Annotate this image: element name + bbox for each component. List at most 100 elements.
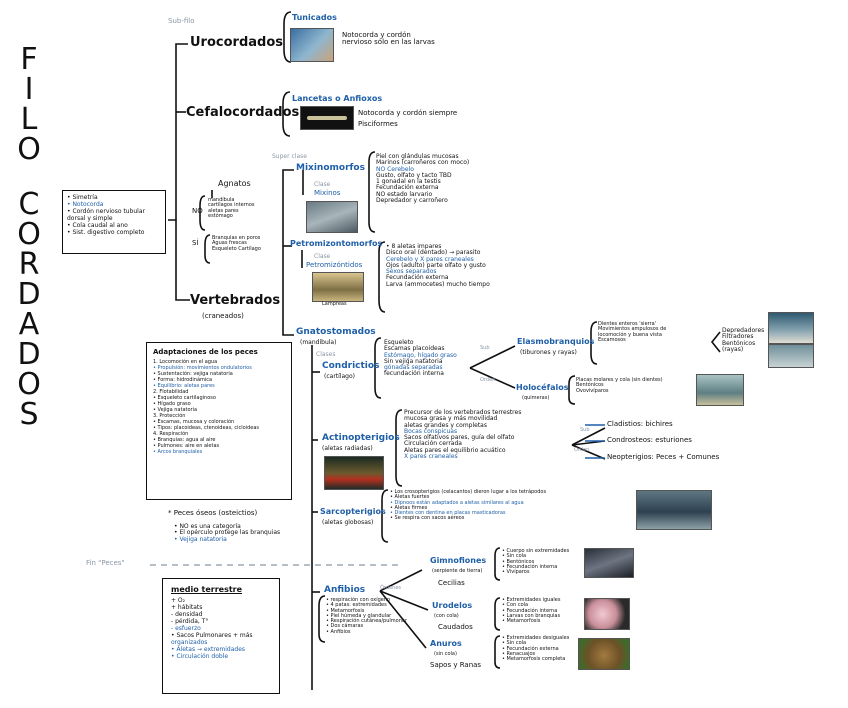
title-letter: O xyxy=(17,367,41,402)
adaptation-item: • Equilibrio: aletas pares xyxy=(153,383,215,389)
medio-terrestre-title: medio terrestre xyxy=(171,585,243,594)
sapo-photo xyxy=(578,638,630,670)
mixinomorfos-item: Depredador y carroñero xyxy=(376,197,448,205)
tunicados-label: Tunicados xyxy=(292,13,337,22)
adaptation-item: 2. Flotabilidad xyxy=(153,389,189,395)
sarco-item: • Aletas firmes xyxy=(390,504,428,511)
urodelos-item: • Larvas con branquias xyxy=(502,612,561,619)
anfibios-item: • respiración con oxígeno xyxy=(326,597,391,603)
medio-terrestre-box: medio terrestre + O₂+ hábitats- densidad… xyxy=(162,578,280,694)
actino-item: X pares craneales xyxy=(404,453,458,461)
petro-item: Disco oral (dentado) → parasito xyxy=(386,249,481,257)
medio-terrestre-list: + O₂+ hábitats- densidad- pérdida, T°- e… xyxy=(171,597,271,660)
adaptation-item: • Vejiga natatoria xyxy=(153,407,198,413)
agnatos-si-item: Branquias en poros xyxy=(212,235,261,241)
elasmo-item: locomoción y buena vista xyxy=(598,331,662,338)
anuros-item: • Metamorfosis completa xyxy=(502,656,566,662)
condrictios-title: Condrictios xyxy=(322,361,380,371)
petro-item: Fecundación externa xyxy=(386,274,449,282)
cecilia-photo xyxy=(584,548,634,578)
oseos-item: • Vejiga natatoria xyxy=(174,535,227,543)
tunicado-photo xyxy=(290,28,334,62)
cefalocordados-title: Cefalocordados xyxy=(186,105,300,120)
holocefalos-title: Holocéfalos xyxy=(516,383,569,392)
mixinomorfos-item: Fecundación externa xyxy=(376,184,439,192)
urocordados-title: Urocordados xyxy=(190,35,283,50)
actino-item: Circulación cerrada xyxy=(404,440,462,448)
oseos-item: • NO es una categoría xyxy=(174,523,241,530)
urodelos-item: • Fecundación interna xyxy=(502,607,558,614)
pez-photo xyxy=(324,456,384,490)
fin-peces-label: Fin "Peces" xyxy=(86,559,125,567)
agnatos-si-item: Esqueleto Cartílago xyxy=(212,245,261,252)
adaptation-item: • Tipos: placoideas, ctenoideas, cicloid… xyxy=(153,425,260,431)
petro-item: • 8 aletas impares xyxy=(386,243,442,250)
medio-item: • Circulación doble xyxy=(171,653,229,660)
condrictios-item: Esqueleto xyxy=(384,339,414,346)
peces-oseos-title: * Peces óseos (osteictios) xyxy=(168,509,258,517)
urodelos-sub: (con cola) xyxy=(434,613,459,619)
anfibios-list: • respiración con oxígeno• 4 patas: extr… xyxy=(326,597,407,635)
title-letter: L xyxy=(20,102,38,137)
lanceta-photo xyxy=(300,106,354,130)
adaptation-item: • Propulsión: movimientos ondulatorios xyxy=(153,365,252,371)
characteristic-item: • Simetría xyxy=(67,194,98,201)
petro-item: Sexos separados xyxy=(386,268,437,276)
medio-item: - esfuerzo xyxy=(171,625,201,632)
anfibios-item: • Dos cámaras xyxy=(326,623,364,630)
agnatos-si-label: SÍ xyxy=(192,239,199,247)
petromizontomorfos-title: Petromizontomorfos xyxy=(290,239,383,248)
elasmobranquios-sub: (tiburones y rayas) xyxy=(520,349,577,356)
actino-item: aletas grandes y completas xyxy=(404,421,487,429)
characteristic-item: • Notocorda xyxy=(67,201,104,208)
tiburon-photo xyxy=(768,312,814,344)
actino-sub-label: Sub xyxy=(580,427,590,433)
adaptation-item: • Forma: hidrodinámica xyxy=(153,377,213,383)
adaptation-item: • Sustentación: vejiga natatoria xyxy=(153,371,233,377)
urocordados-note: nervioso sólo en las larvas xyxy=(342,38,435,47)
petro-clase-label: Clase xyxy=(314,253,331,260)
characteristics-box: • Simetría• Notocorda• Cordón nervioso t… xyxy=(62,190,166,254)
gymno-item: • Bentónicos xyxy=(502,558,535,565)
adaptaciones-title: Adaptaciones de los peces xyxy=(153,348,258,356)
elasmo-item: Movimientos ampulosos de xyxy=(598,326,667,333)
mixinomorfos-title: Mixinomorfos xyxy=(296,163,365,173)
vertebrados-title: Vertebrados xyxy=(190,293,281,308)
anfibios-item: • Respiración cutánea/pulmonar xyxy=(326,618,407,624)
cefalocordados-notes: Notocorda y cordón siempre Pisciformes xyxy=(358,109,457,129)
medio-item: - pérdida, T° xyxy=(171,618,209,625)
adaptation-item: • Pulmones: aire en aletas xyxy=(153,443,220,449)
axolote-photo xyxy=(584,598,630,630)
gimnofiones-sub: (serpiente de tierra) xyxy=(432,568,483,574)
characteristic-item: • Cola caudal al ano xyxy=(67,222,128,229)
condrictios-item: Estómago, hígado graso xyxy=(384,351,457,359)
agnatos-no-label: NO xyxy=(192,207,203,215)
mixinos-label: Mixinos xyxy=(314,189,341,197)
actinopterigios-title: Actinopterigios xyxy=(322,433,400,443)
elasmo-type: (rayas) xyxy=(722,345,744,353)
actino-item: mucosa grasa y más movilidad xyxy=(404,415,498,423)
peces-oseos-list: • NO es una categoría• El opérculo prote… xyxy=(174,523,280,543)
sarco-item: • Dipnoos están adaptados a aletas simil… xyxy=(390,499,524,506)
gnatostomados-sub: (mandíbula) xyxy=(300,339,337,346)
medio-item: organizados xyxy=(171,639,208,646)
urocordados-notes: Notocorda y cordón nervioso sólo en las … xyxy=(342,31,435,47)
condrictios-item: gónadas separadas xyxy=(384,364,443,372)
celacanto-photo xyxy=(636,490,712,530)
urodelos-title: Urodelos xyxy=(432,601,473,610)
lamprea-photo xyxy=(312,272,364,302)
anfibios-orders-label: Órdenes xyxy=(380,585,402,591)
mixinomorfos-item: Gusto, olfato y tacto TBD xyxy=(376,171,452,179)
quimera-photo xyxy=(696,374,744,406)
vertebrados-sub: (craneados) xyxy=(202,312,244,320)
urodelos-item: • Extremidades iguales xyxy=(502,597,561,603)
actino-order-label: Orden xyxy=(574,447,590,453)
title-letter: S xyxy=(19,397,39,432)
sarcopterigios-title: Sarcopterigios xyxy=(320,507,386,516)
urodelos-item: • Metamorfosis xyxy=(502,618,541,624)
